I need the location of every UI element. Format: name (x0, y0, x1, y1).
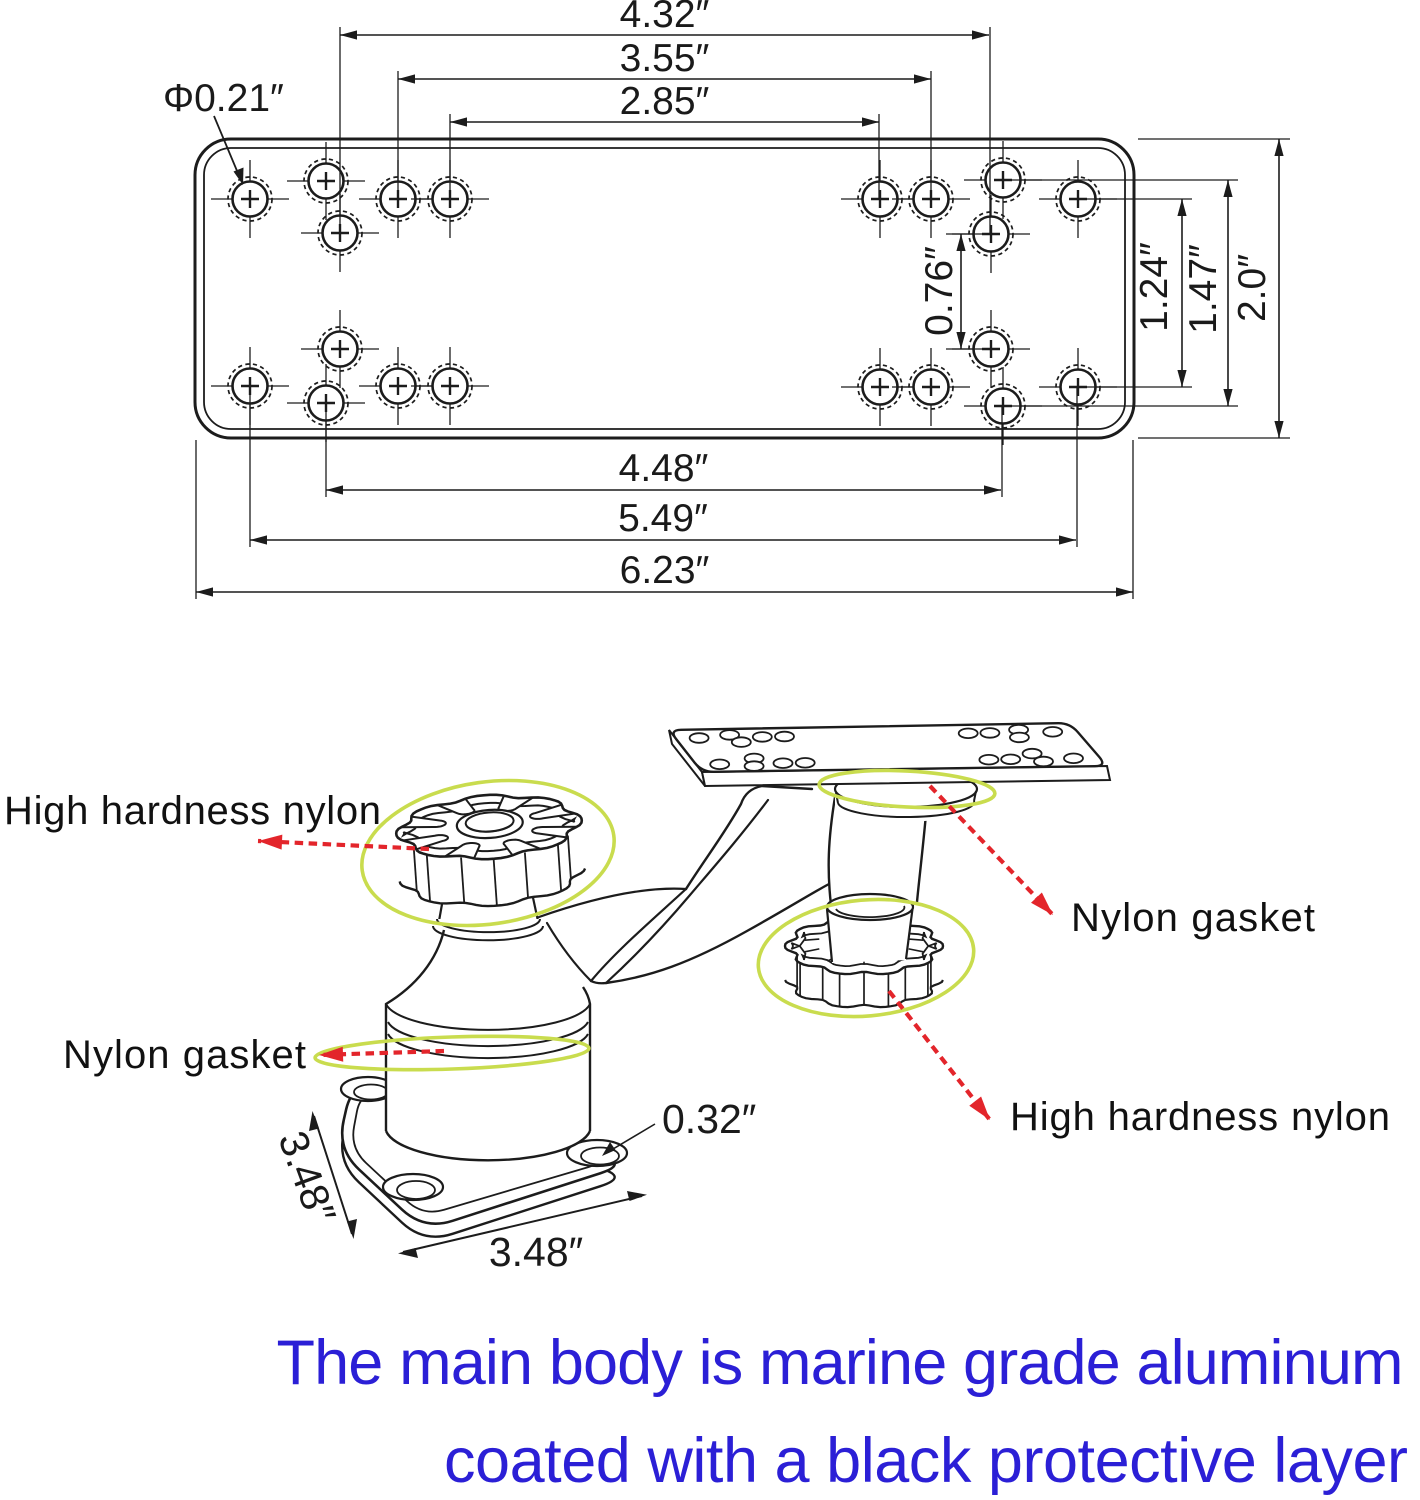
iso-dimensions: 0.32″3.48″3.48″ (269, 1096, 756, 1275)
dim-2-85: 2.85″ (449, 80, 880, 198)
top-view-drawing: 4.32″3.55″2.85″ 4.48″ 5.49″ 6.23″ 0.76″ 1.24″… (163, 0, 1290, 599)
dim-6-23: 6.23″ (195, 440, 1134, 599)
top-knob-flutes (412, 831, 572, 906)
dim-5-49-label: 5.49″ (618, 497, 708, 540)
plate-hole (730, 736, 752, 748)
top-knob-hole-depth (466, 822, 514, 833)
top-knob (394, 793, 587, 908)
dim-4-48: 4.48″ (325, 404, 1003, 497)
right-stub (825, 904, 915, 963)
plate-outline-outer (193, 137, 1136, 440)
dim-0-76: 0.76″ (918, 233, 992, 350)
annotation-arrows (257, 784, 1055, 1122)
dim-3-55-label: 3.55″ (620, 37, 710, 80)
base-hole-callout: 0.32″ (602, 1096, 756, 1156)
bell-bottom-edge (385, 1003, 591, 1031)
arrow-bottom-knob (887, 989, 992, 1122)
footnote-line-1: The main body is marine grade aluminum (277, 1328, 1404, 1398)
dim-2-0: 2.0″ (1138, 138, 1290, 439)
arrow-plate-gasket (928, 784, 1055, 917)
arm-inner-edge (604, 798, 770, 985)
hole-diameter-callout: Φ0.21″ (163, 77, 284, 185)
base-width-label: 3.48″ (489, 1229, 583, 1275)
plate-hole (751, 731, 773, 743)
dim-2-85-label: 2.85″ (620, 80, 710, 123)
plate-hole (774, 730, 795, 743)
arm-top-edge (684, 784, 814, 891)
plate-hole (1009, 731, 1030, 744)
plate-hole (978, 754, 1000, 766)
dim-6-23-label: 6.23″ (620, 549, 710, 592)
dim-5-49: 5.49″ (249, 387, 1078, 547)
dim-4-48-label: 4.48″ (619, 447, 709, 490)
top-knob-face-edge (400, 801, 578, 853)
plate-hole (743, 760, 765, 772)
plate-hole (1042, 726, 1064, 738)
top-knob-skirt (398, 868, 587, 908)
footnote: The main body is marine grade aluminum co… (277, 1328, 1409, 1496)
dim-1-24-label: 1.24″ (1133, 242, 1176, 332)
plate-hole (688, 732, 710, 744)
plate-hole (709, 758, 731, 770)
highlight-plate-gasket (817, 768, 997, 810)
arrow-top-knob (257, 834, 430, 852)
plate-hole (957, 727, 979, 739)
support-arm (537, 784, 840, 985)
dim-4-32-label: 4.32″ (620, 0, 710, 36)
plate-hole (794, 757, 816, 769)
highlight-ellipses (313, 768, 997, 1072)
dim-1-24: 1.24″ (1085, 198, 1192, 388)
left-gasket-edge-1 (387, 1021, 589, 1048)
label-nylon-gasket-left: Nylon gasket (63, 1033, 306, 1077)
label-high-hardness-nylon-bottom: High hardness nylon (1010, 1095, 1390, 1139)
column-base-edge (384, 1130, 592, 1162)
dim-4-32: 4.32″ (339, 0, 991, 233)
hole-diameter-label: Φ0.21″ (163, 77, 284, 120)
plate-hole (1000, 753, 1022, 765)
highlight-top-knob (360, 778, 616, 928)
strut-base-edge (589, 979, 608, 985)
dim-0-76-label: 0.76″ (918, 246, 961, 336)
plate-hole (1063, 752, 1084, 764)
plate-hole (979, 727, 1001, 739)
swivel-column (384, 929, 592, 1162)
plate-hole (1033, 755, 1054, 768)
bottom-knob-flutes (796, 954, 932, 1007)
label-nylon-gasket-right: Nylon gasket (1071, 896, 1315, 940)
left-gasket-edge-2 (387, 1033, 589, 1060)
base-width-dim: 3.48″ (398, 1191, 647, 1275)
dim-2-0-label: 2.0″ (1231, 254, 1274, 322)
plate-outline-inner (203, 147, 1126, 430)
highlight-bottom-knob (756, 897, 976, 1019)
base-bolt-hole (381, 1172, 445, 1202)
dim-1-47-label: 1.47″ (1182, 244, 1225, 334)
arm-bottom-edge (604, 882, 831, 985)
dim-1-47: 1.47″ (1010, 179, 1238, 407)
arrow-left-gasket (318, 1046, 445, 1062)
top-knob-slots (400, 795, 578, 859)
label-high-hardness-nylon-top: High hardness nylon (4, 789, 381, 833)
plate-hole (772, 757, 794, 769)
footnote-line-2: coated with a black protective layer (444, 1426, 1408, 1496)
dim-3-55: 3.55″ (397, 37, 932, 198)
web-left-edge (545, 921, 593, 983)
strut-left-edge (589, 887, 688, 983)
highlight-left-gasket (313, 1034, 591, 1072)
top-knob-outline (394, 793, 584, 861)
iso-plate (668, 721, 1112, 788)
arm-ridge-edge (537, 887, 688, 919)
base-hole-label: 0.32″ (662, 1096, 756, 1142)
